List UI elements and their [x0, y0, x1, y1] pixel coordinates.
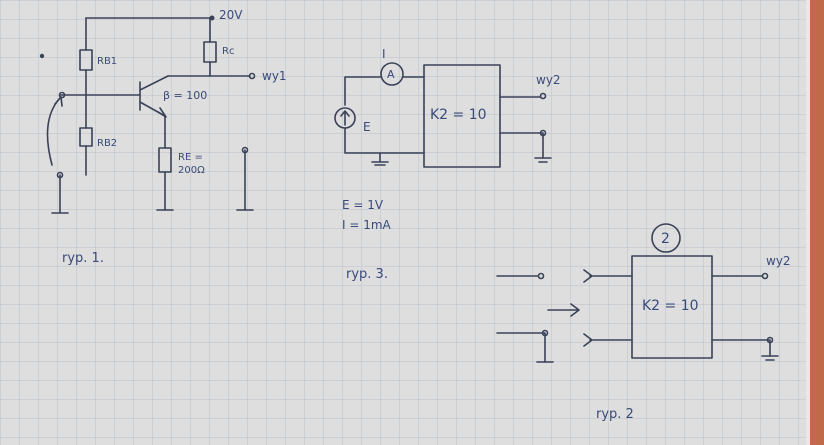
- page-edge: [806, 0, 824, 445]
- paper-grid: [0, 0, 806, 445]
- transistor-symbol: [139, 75, 169, 118]
- fig3-output-label: wy2: [536, 73, 561, 87]
- fig3-gain-label: K2 = 10: [430, 107, 487, 123]
- fig2-caption: ryp. 2: [596, 407, 634, 422]
- fig3-caption: ryp. 3.: [346, 267, 388, 282]
- fig1-caption: ryp. 1.: [62, 251, 104, 266]
- fig1-re-value: 200Ω: [178, 165, 205, 176]
- figure-2-circuit: [496, 223, 779, 363]
- fig2-badge: 2: [661, 231, 670, 247]
- figure-1-circuit: [39, 15, 256, 214]
- fig2-gain-label: K2 = 10: [642, 298, 699, 314]
- amplifier-block-k2-fig3: [423, 64, 501, 168]
- fig1-beta-label: β = 100: [163, 89, 207, 102]
- fig1-supply-label: 20V: [219, 8, 243, 22]
- fig1-rc-label: Rc: [222, 46, 234, 57]
- fig1-re-label: RE =: [178, 152, 203, 163]
- fig1-rb1-label: RB1: [97, 56, 117, 67]
- fig3-ammeter-label: A: [387, 68, 395, 81]
- fig3-current-label: I: [382, 47, 386, 61]
- figure-3-circuit: [334, 62, 552, 168]
- ammeter-symbol: [380, 62, 404, 86]
- fig1-rb2-label: RB2: [97, 138, 117, 149]
- fig3-source-label: E: [363, 120, 371, 134]
- fig2-badge-circle: [651, 223, 681, 253]
- amplifier-block-k2-fig2: [631, 255, 713, 359]
- fig2-output-label: wy2: [766, 254, 791, 268]
- fig3-e-value: E = 1V: [342, 198, 384, 212]
- fig1-output-label: wy1: [262, 69, 287, 83]
- fig3-i-value: I = 1mA: [342, 218, 392, 232]
